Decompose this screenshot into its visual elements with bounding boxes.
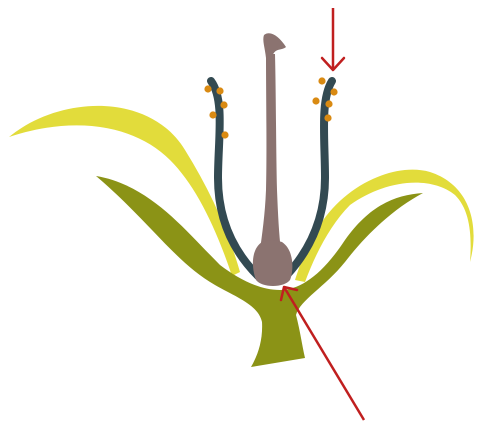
left-stamen-filament bbox=[211, 81, 258, 276]
pistil-ovary bbox=[253, 241, 292, 287]
right-stamen-filament bbox=[286, 81, 332, 276]
pistil-style bbox=[260, 54, 281, 250]
